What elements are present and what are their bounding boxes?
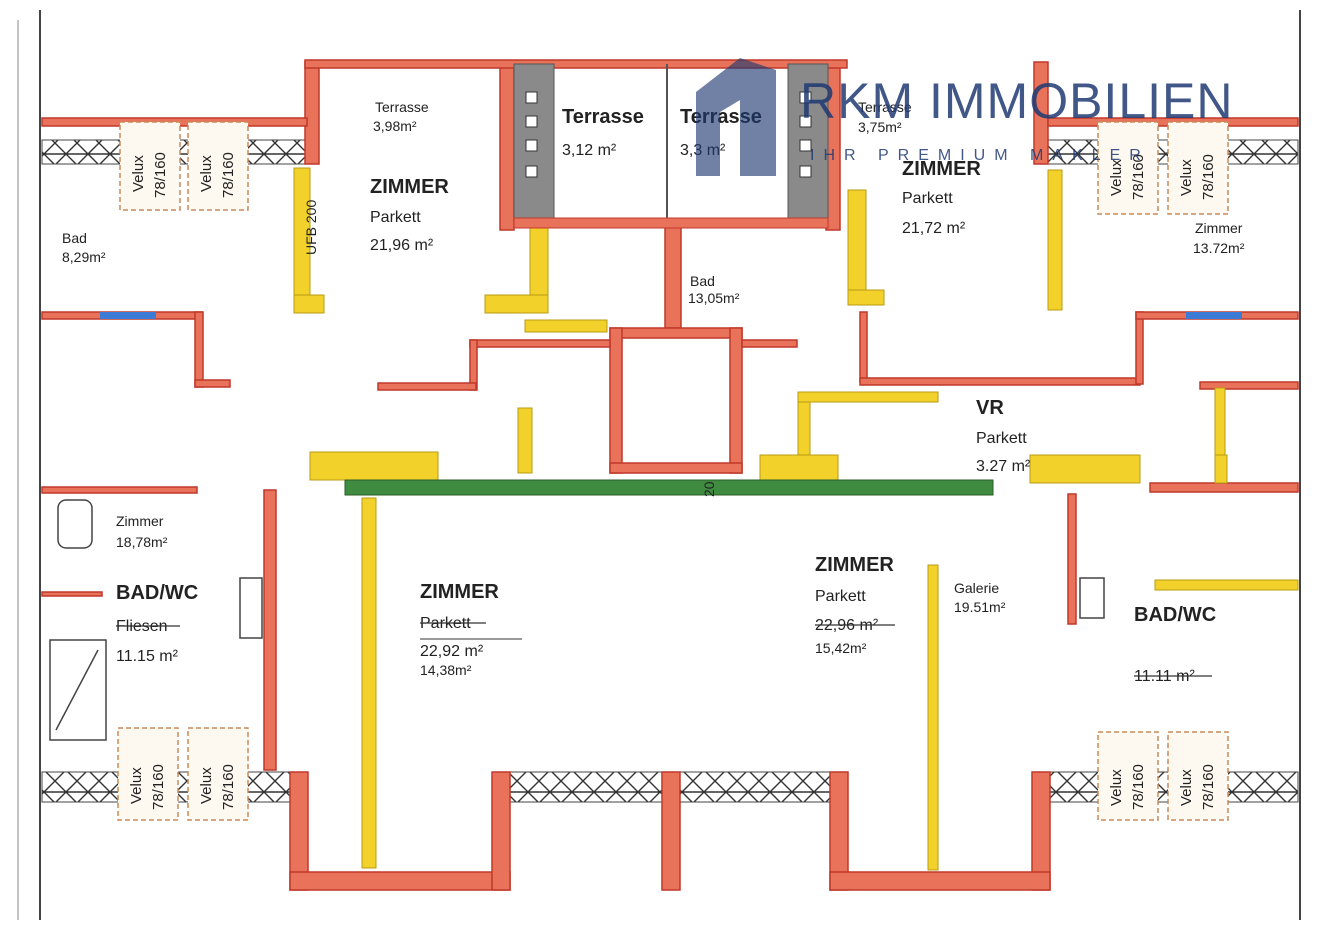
room-area-alt: 14,38m² <box>420 662 472 678</box>
velux-label: Velux <box>1178 159 1195 196</box>
room-name: ZIMMER <box>420 581 499 603</box>
velux-size: 78/160 <box>1130 764 1147 810</box>
room-name: Terrasse <box>562 106 644 128</box>
velux-label: Velux <box>1108 769 1125 806</box>
velux-size: 78/160 <box>1200 764 1217 810</box>
logo-mark-icon <box>696 58 776 176</box>
room-name: ZIMMER <box>815 554 894 576</box>
room-area: 3,98m² <box>373 118 417 134</box>
windows <box>100 312 1242 319</box>
velux-label: Velux <box>198 767 215 804</box>
dimension-ufb: UFB 200 <box>303 200 319 255</box>
walls-yellow <box>293 167 1299 871</box>
room-name: ZIMMER <box>902 158 981 180</box>
room-name: Bad <box>62 230 87 246</box>
velux-size: 78/160 <box>220 764 237 810</box>
room-name: BAD/WC <box>1134 604 1216 626</box>
strike-lines <box>116 622 1212 677</box>
green-beam <box>344 479 994 496</box>
room-floor: Parkett <box>976 430 1027 447</box>
velux-size: 78/160 <box>220 152 237 198</box>
velux-label: Velux <box>1108 159 1125 196</box>
room-area: 21,96 m² <box>370 237 434 254</box>
dimension-20: 20 <box>701 481 717 497</box>
room-name: Terrasse <box>858 99 912 115</box>
room-area: 13.72m² <box>1193 240 1245 256</box>
room-name: Terrasse <box>375 99 429 115</box>
terrace-center <box>513 63 829 229</box>
velux-label: Velux <box>128 767 145 804</box>
room-name: Bad <box>690 273 715 289</box>
brand-name: RKM IMMOBILIEN <box>800 73 1233 129</box>
room-area: 18,78m² <box>116 534 168 550</box>
room-area: 22,92 m² <box>420 643 484 660</box>
velux-size: 78/160 <box>1130 154 1147 200</box>
room-area: 13,05m² <box>688 290 740 306</box>
brand-tagline: IHR PREMIUM MAKLER <box>810 147 1150 164</box>
room-area: 21,72 m² <box>902 220 966 237</box>
room-name: BAD/WC <box>116 582 198 604</box>
room-area-alt: 15,42m² <box>815 640 867 656</box>
room-floor: Parkett <box>815 588 866 605</box>
room-area: 11.15 m² <box>116 648 179 665</box>
velux-size: 78/160 <box>150 764 167 810</box>
room-floor: Parkett <box>370 209 421 226</box>
velux-label: Velux <box>1178 769 1195 806</box>
room-name: Galerie <box>954 580 999 596</box>
velux-label: Velux <box>198 155 215 192</box>
room-area: 3,75m² <box>858 119 902 135</box>
velux-label: Velux <box>130 155 147 192</box>
room-area: 3,12 m² <box>562 142 617 159</box>
room-name: ZIMMER <box>370 176 449 198</box>
bathroom-fixtures <box>49 499 1105 741</box>
brand-logo: RKM IMMOBILIEN IHR PREMIUM MAKLER <box>696 58 1233 176</box>
room-labels: Terrasse 3,98m² Terrasse 3,12 m² Terrass… <box>62 99 1245 685</box>
velux-size: 78/160 <box>1200 154 1217 200</box>
room-area: 19.51m² <box>954 599 1006 615</box>
room-floor: Parkett <box>902 190 953 207</box>
velux-size: 78/160 <box>152 152 169 198</box>
room-name: Zimmer <box>1195 220 1243 236</box>
room-area: 8,29m² <box>62 249 106 265</box>
velux-labels: Velux 78/160 Velux 78/160 Velux 78/160 V… <box>128 152 1217 810</box>
velux-boxes <box>117 121 1229 821</box>
room-name: VR <box>976 397 1004 419</box>
room-name: Zimmer <box>116 513 164 529</box>
room-area: 3.27 m² <box>976 458 1031 475</box>
